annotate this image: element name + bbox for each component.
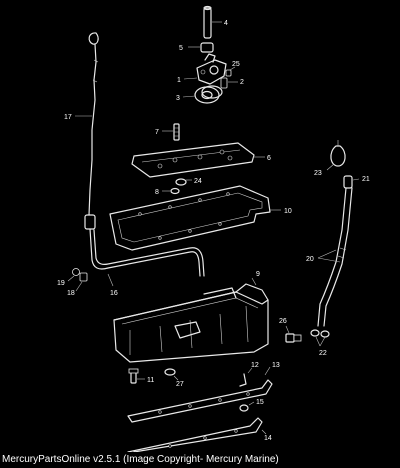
part-oil-pump-assembly[interactable] [196, 53, 227, 85]
callout-20: 20 [306, 256, 314, 263]
part-dipstick-tube[interactable] [84, 214, 205, 277]
callout-25: 25 [232, 61, 240, 68]
callout-10: 10 [284, 208, 292, 215]
part-pan-bolt[interactable] [128, 368, 139, 384]
callout-7: 7 [155, 129, 159, 136]
callout-1: 1 [177, 77, 181, 84]
part-oil-pan-gasket[interactable] [109, 185, 271, 251]
part-pump-drive-gear[interactable] [194, 85, 223, 104]
callout-5: 5 [179, 45, 183, 52]
copyright-footer: MercuryPartsOnline v2.5.1 (Image Copyrig… [2, 454, 279, 465]
callout-26: 26 [279, 318, 287, 325]
callout-2: 2 [240, 79, 244, 86]
callout-17: 17 [64, 114, 72, 121]
part-hose-clamps[interactable] [310, 329, 330, 338]
callout-16: 16 [110, 290, 118, 297]
callout-19: 19 [57, 280, 65, 287]
callout-15: 15 [256, 399, 264, 406]
callout-27: 27 [176, 381, 184, 388]
callout-13: 13 [272, 362, 280, 369]
part-oil-pan[interactable] [113, 283, 269, 363]
callout-22: 22 [319, 350, 327, 357]
part-side-rail-gasket-right[interactable] [127, 379, 273, 423]
part-washer[interactable] [170, 187, 180, 195]
part-rail-washer[interactable] [239, 404, 249, 412]
callout-18: 18 [67, 290, 75, 297]
part-pump-bolt[interactable] [220, 77, 228, 89]
part-baffle-clip[interactable] [239, 373, 247, 387]
callout-23: 23 [314, 170, 322, 177]
part-clip[interactable] [79, 272, 88, 282]
callout-labels: 4 5 25 1 2 3 17 7 6 23 24 21 8 10 20 9 1… [57, 20, 370, 442]
part-pan-washer[interactable] [164, 368, 176, 376]
callout-6: 6 [267, 155, 271, 162]
callout-8: 8 [155, 189, 159, 196]
part-oil-drain-hose[interactable] [317, 187, 353, 327]
part-hose-fitting[interactable] [343, 175, 353, 189]
part-cap[interactable] [330, 140, 346, 167]
callout-4: 4 [224, 20, 228, 27]
exploded-parts-diagram: 4 5 25 1 2 3 17 7 6 23 24 21 8 10 20 9 1… [57, 5, 370, 452]
part-side-rail-gasket-left[interactable] [127, 417, 263, 452]
callout-24: 24 [194, 178, 202, 185]
callout-3: 3 [176, 95, 180, 102]
callout-14: 14 [264, 435, 272, 442]
callout-11: 11 [147, 377, 154, 384]
part-dipstick[interactable] [88, 32, 99, 216]
part-nut[interactable] [175, 178, 187, 186]
callout-9: 9 [256, 271, 260, 278]
part-pump-pin[interactable] [225, 69, 232, 77]
part-bolt[interactable] [72, 268, 80, 276]
callout-12: 12 [251, 362, 259, 369]
part-drain-plug[interactable] [285, 333, 302, 343]
part-stud[interactable] [173, 123, 180, 141]
part-pickup-seal[interactable] [200, 42, 214, 53]
callout-21: 21 [362, 176, 370, 183]
part-windage-tray[interactable] [131, 142, 255, 178]
part-oil-pump-pickup-tube[interactable] [203, 5, 212, 39]
